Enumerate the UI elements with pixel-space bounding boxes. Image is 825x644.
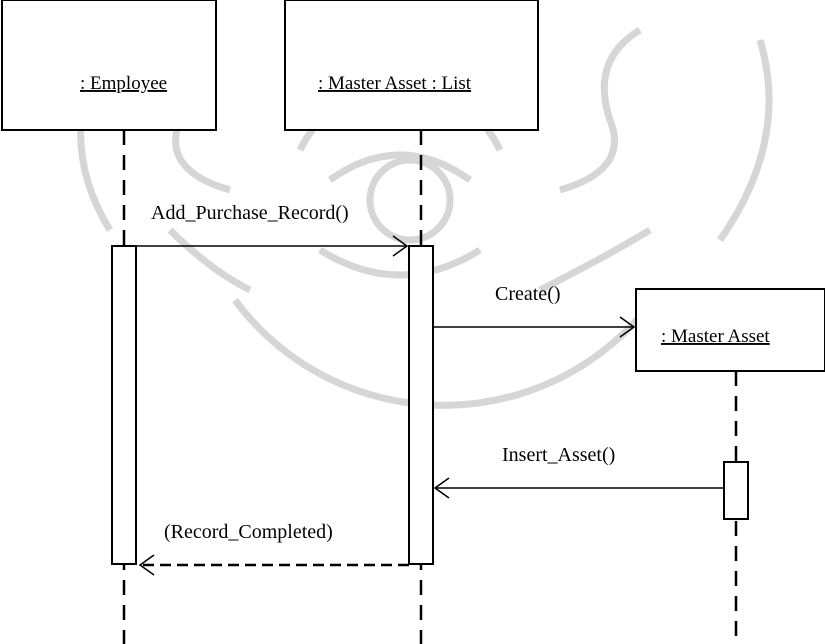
message-insert-asset-label: Insert_Asset(): [502, 444, 615, 466]
lifeline-master-asset-label: : Master Asset: [661, 326, 770, 347]
lifeline-master-asset-list-head[interactable]: [284, 0, 539, 131]
message-create: Create(): [433, 283, 636, 338]
message-add-purchase-record-label: Add_Purchase_Record(): [151, 202, 349, 224]
activation-bar-master-asset-list: [408, 245, 434, 565]
lifeline-master-asset-head[interactable]: [635, 288, 825, 372]
arrowhead-open-icon: [138, 554, 155, 576]
message-insert-asset: Insert_Asset(): [433, 444, 724, 499]
lifeline-employee-label: : Employee: [80, 73, 167, 94]
arrowhead-open-icon: [619, 316, 636, 338]
message-record-completed: (Record_Completed): [138, 521, 409, 576]
arrowhead-open-icon: [433, 477, 450, 499]
activation-bar-employee: [111, 245, 137, 565]
message-create-label: Create(): [495, 283, 561, 305]
arrowhead-open-icon: [392, 235, 409, 257]
activation-bar-master-asset: [723, 461, 749, 520]
lifeline-master-asset-list-label: : Master Asset : List: [318, 73, 472, 94]
lifeline-master-asset: : Master Asset: [635, 288, 825, 644]
lifeline-master-asset-list: : Master Asset : List: [284, 0, 539, 644]
lifeline-employee: : Employee: [1, 0, 217, 644]
message-add-purchase-record: Add_Purchase_Record(): [124, 202, 409, 257]
lifeline-employee-head[interactable]: [1, 0, 217, 131]
message-record-completed-label: (Record_Completed): [164, 521, 333, 543]
